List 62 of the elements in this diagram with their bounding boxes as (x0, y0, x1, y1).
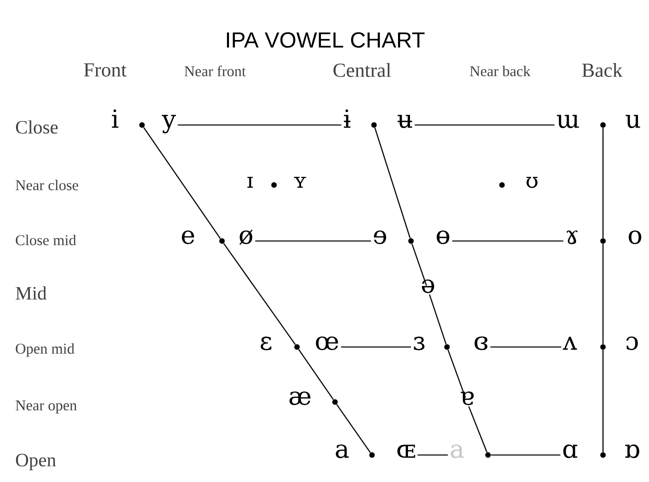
row-label: Open mid (16, 343, 74, 357)
vowel-symbol: ɑ (563, 444, 578, 458)
vowel-symbol: e (182, 230, 194, 244)
vowel-symbol: ɤ (566, 230, 578, 244)
row-label: Near close (16, 180, 78, 190)
vowel-symbol: y (162, 114, 176, 134)
vowel-symbol: ɞ (474, 336, 488, 350)
row-label: Mid (16, 286, 47, 300)
vowel-symbol: i (112, 109, 118, 128)
vowel-symbol: ə (422, 279, 434, 294)
chart-line (452, 240, 564, 242)
chart-line (298, 349, 334, 400)
chart-line (602, 244, 604, 344)
row-label: Close mid (16, 234, 76, 246)
chart-line (223, 243, 296, 345)
vowel-symbol: ɘ (374, 230, 386, 244)
vowel-symbol: ʏ (294, 176, 306, 188)
chart-line (414, 124, 554, 126)
vowel-symbol: ʉ (398, 114, 412, 128)
vowel-symbol: o (628, 230, 642, 244)
vowel-symbol: ɯ (556, 114, 579, 128)
vowel-symbol: ɛ (260, 336, 272, 350)
vowel-symbol: ɐ (460, 391, 474, 406)
vowel-symbol: ʌ (562, 336, 577, 350)
vowel-symbol: u (626, 114, 640, 128)
row-label: Open (16, 454, 56, 470)
chart-line (468, 406, 488, 452)
vowel-symbol: ʊ (526, 176, 538, 188)
chart-line (411, 244, 427, 286)
vowel-symbol: a (336, 444, 349, 458)
chart-line (255, 240, 371, 242)
chart-line (178, 124, 342, 126)
chart-title: IPA VOWEL CHART (226, 32, 425, 48)
vowel-symbol: ø (239, 230, 252, 245)
vowel-symbol: ɪ (247, 176, 253, 188)
row-label: Close (16, 120, 58, 134)
vowel-symbol: ɜ (414, 336, 424, 350)
column-heading: Central (334, 62, 391, 77)
chart-line (143, 127, 221, 239)
vowel-symbol: ɒ (625, 444, 640, 458)
chart-line (341, 346, 411, 348)
vowel-symbol: œ (316, 336, 338, 350)
chart-line (336, 404, 371, 453)
column-heading: Front (84, 63, 126, 77)
vowel-symbol: ɨ (344, 109, 350, 128)
chart-line (428, 294, 447, 344)
chart-line (490, 454, 560, 456)
vowel-symbol: a (450, 444, 464, 458)
chart-line (602, 350, 604, 452)
vowel-symbol: æ (290, 391, 310, 406)
vowel-symbol: ɔ (626, 336, 638, 350)
column-heading: Near front (184, 66, 246, 76)
chart-line (448, 350, 466, 398)
column-heading: Near back (470, 66, 530, 76)
vowel-symbol: ɵ (436, 230, 450, 244)
row-label: Near open (16, 400, 77, 414)
column-heading: Back (582, 62, 622, 77)
chart-line (602, 128, 604, 238)
chart-line (490, 346, 562, 348)
chart-line (374, 128, 411, 238)
chart-line (418, 454, 448, 456)
vowel-symbol: ɶ (397, 444, 416, 458)
